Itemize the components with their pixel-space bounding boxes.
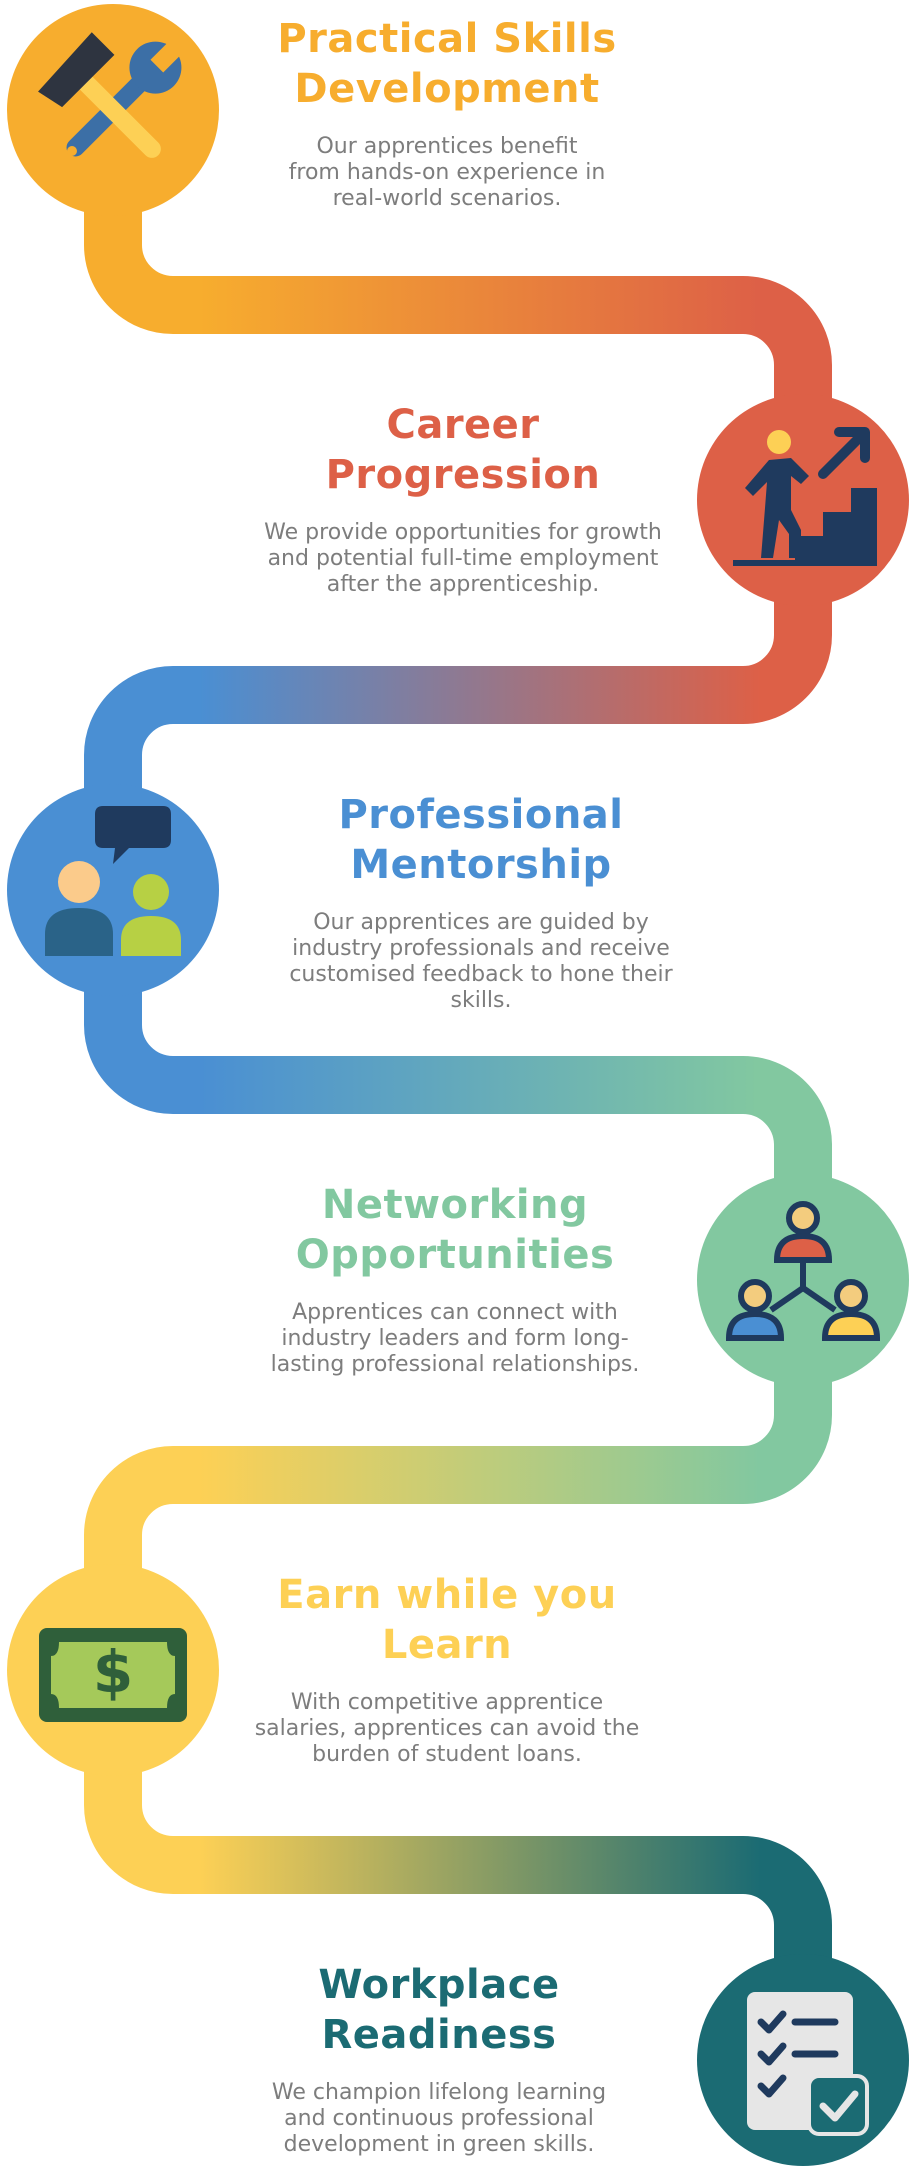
step-description: We champion lifelong learning and contin…	[271, 2080, 607, 2157]
step-practical-skills: Practical Skills Development Our apprent…	[217, 14, 677, 212]
step-career-progression: Career Progression We provide opportunit…	[233, 400, 693, 598]
checklist-icon	[697, 1954, 909, 2166]
step-title: Workplace Readiness	[318, 1962, 560, 2058]
road-segment-1	[84, 110, 832, 500]
step-earn-while-you-learn: Earn while you Learn With competitive ap…	[217, 1570, 677, 1768]
road-segment-5	[84, 1670, 832, 2060]
step-professional-mentorship: Professional Mentorship Our apprentices …	[251, 790, 711, 1014]
step-networking-opportunities: Networking Opportunities Apprentices can…	[225, 1180, 685, 1378]
svg-text:$: $	[93, 1638, 133, 1706]
step-description: Our apprentices are guided by industry p…	[289, 910, 673, 1013]
step-workplace-readiness: Workplace Readiness We champion lifelong…	[209, 1960, 669, 2158]
career-stairs-icon	[697, 394, 909, 606]
step-title: Career Progression	[325, 402, 601, 498]
road-segment-2	[84, 500, 832, 890]
hammer-wrench-icon	[7, 4, 219, 216]
mentorship-chat-icon	[7, 784, 219, 996]
network-people-icon	[697, 1174, 909, 1386]
road-segment-3	[84, 890, 832, 1280]
step-description: Apprentices can connect with industry le…	[270, 1300, 640, 1377]
step-description: With competitive apprentice salaries, ap…	[254, 1690, 640, 1767]
dollar-bill-icon: $	[7, 1564, 219, 1776]
road-segment-4	[84, 1280, 832, 1670]
step-description: Our apprentices benefit from hands-on ex…	[288, 134, 606, 211]
step-title: Networking Opportunities	[295, 1182, 615, 1278]
step-title: Practical Skills Development	[277, 16, 617, 112]
step-title: Professional Mentorship	[338, 792, 624, 888]
step-title: Earn while you Learn	[277, 1572, 617, 1668]
step-description: We provide opportunities for growth and …	[264, 520, 662, 597]
